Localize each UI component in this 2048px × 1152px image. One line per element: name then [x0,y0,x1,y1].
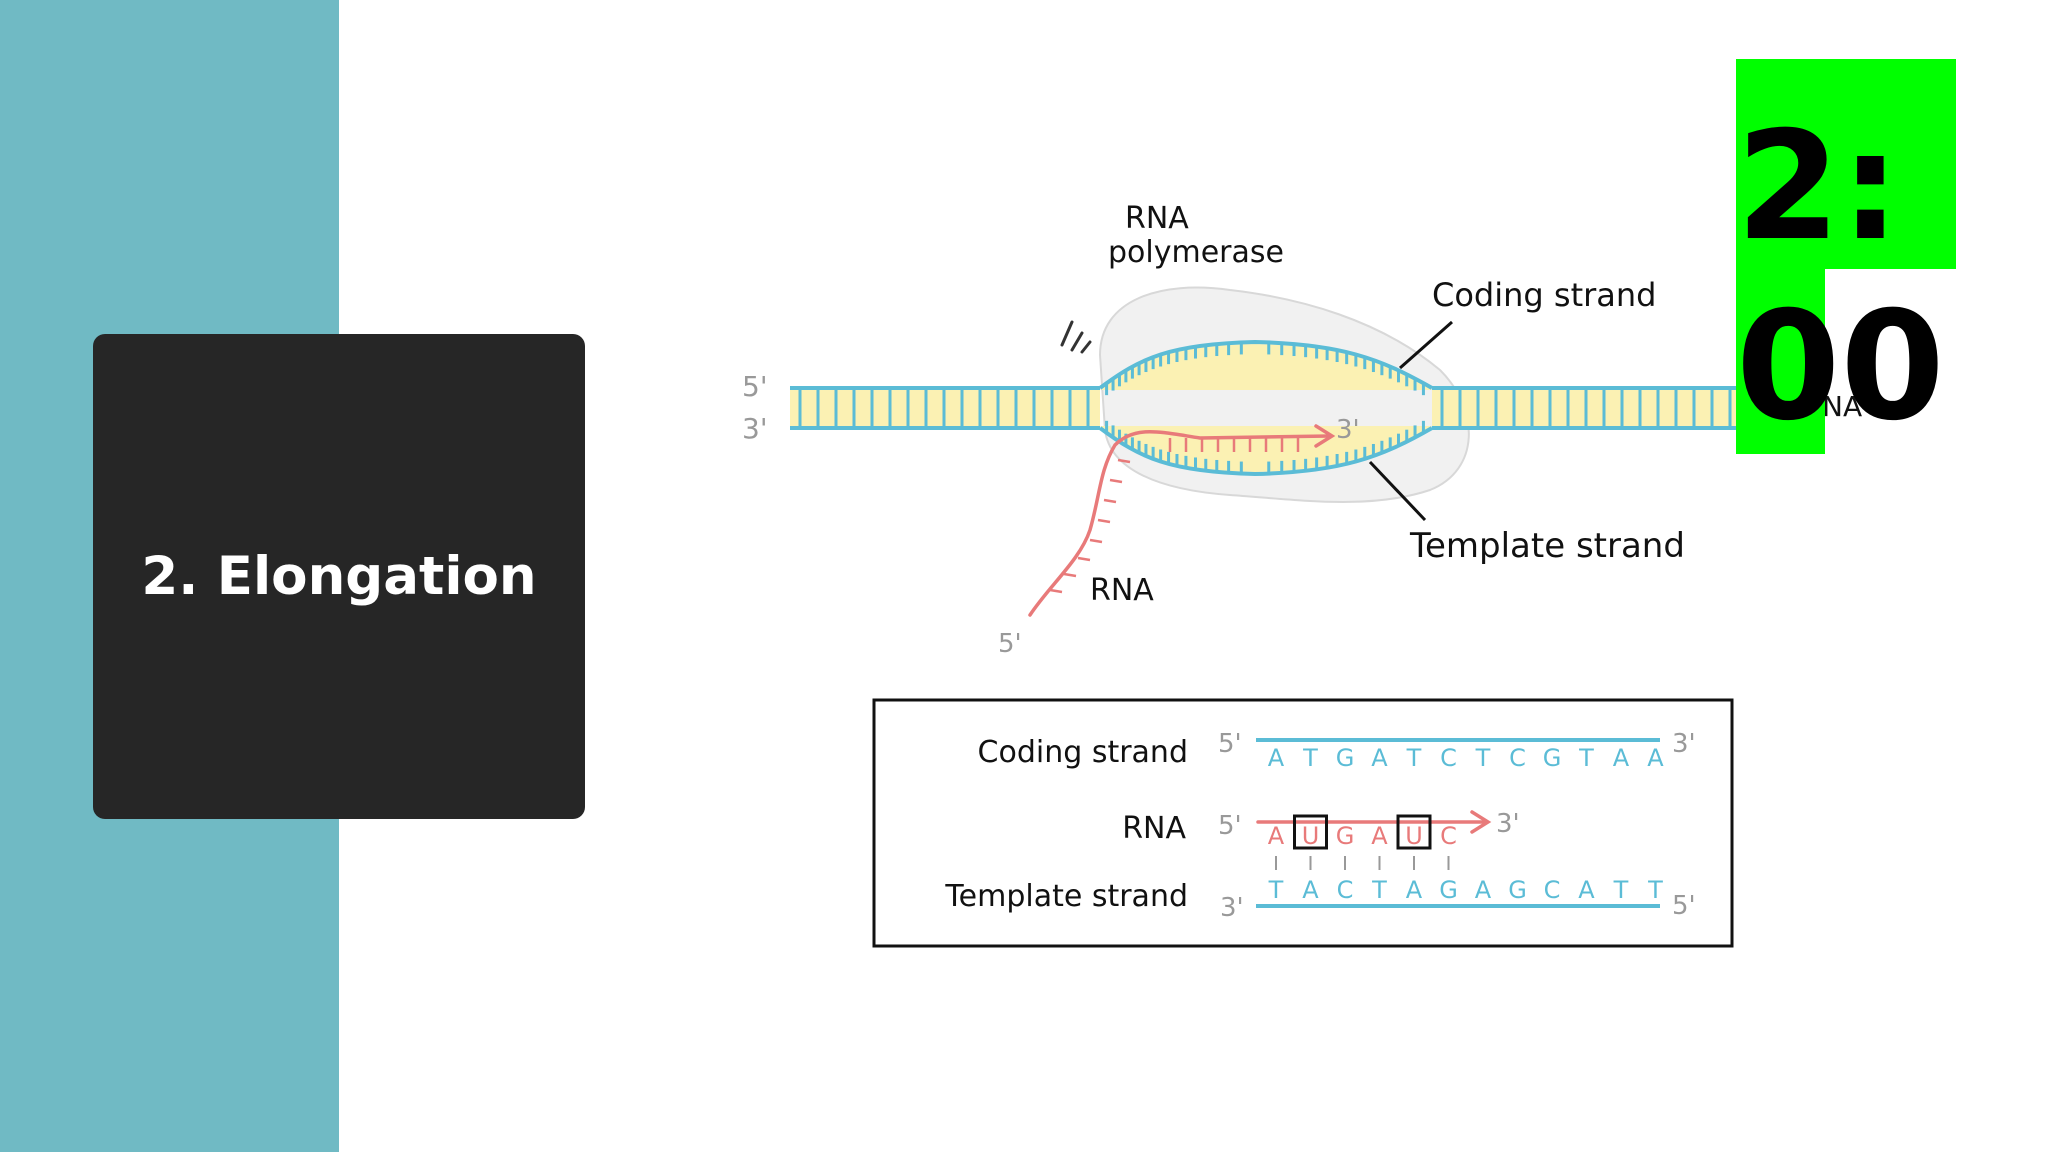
coding-base: A [1613,744,1630,772]
template-base: A [1406,876,1423,904]
template-base: T [1371,876,1387,904]
coding-base: G [1336,744,1355,772]
base-pair-ticks [798,388,1732,428]
rna-tick [1097,518,1111,524]
coding-base: A [1647,744,1664,772]
coding-strand-label: Coding strand [1432,276,1656,314]
seq-coding-3prime: 3' [1672,729,1696,759]
countdown-timer: 2:00 [1736,59,1956,454]
bubble-coding-bases [1100,344,1432,390]
coding-base: A [1371,744,1388,772]
rna-base: A [1371,822,1388,850]
polymerase-label-line2: polymerase [1108,235,1284,270]
rna-tick [1077,556,1091,562]
highlighted-base-box [1396,814,1432,850]
rna-base: C [1440,822,1457,850]
highlighted-base-box [1293,814,1328,850]
rna-tick [1089,538,1103,544]
template-base: A [1475,876,1492,904]
template-base: T [1613,876,1629,904]
coding-leader-line [1399,320,1453,370]
seq-rna-label: RNA [1122,811,1186,846]
rna-strand [1028,424,1336,617]
motion-marks [1060,320,1092,354]
seq-coding-label: Coding strand [978,735,1188,770]
rna-base: G [1336,822,1355,850]
coding-base: T [1302,744,1318,772]
rna-base: U [1302,822,1320,850]
seq-rna-3prime: 3' [1496,809,1520,839]
rna-label: RNA [1090,573,1154,608]
rna-base: U [1405,822,1423,850]
seq-template-label: Template strand [944,879,1188,914]
title-card: 2. Elongation [93,334,585,819]
template-base: A [1302,876,1319,904]
rna-tick [1103,498,1117,504]
pairing-ticks [1275,856,1450,870]
coding-base: C [1509,744,1526,772]
seq-rna-5prime: 5' [1218,811,1242,841]
rna-ticks [1049,438,1300,594]
template-base: T [1268,876,1284,904]
template-base: C [1337,876,1354,904]
timer-text: 2:00 [1736,100,1945,454]
bubble-ticks [1105,342,1425,474]
rna-tick [1063,572,1077,578]
rna-tick [1117,458,1131,464]
template-base: A [1578,876,1595,904]
coding-base: T [1475,744,1491,772]
rna-tick [1109,478,1123,484]
coding-base: C [1440,744,1457,772]
template-leader-line [1368,460,1427,522]
rna-tick [1049,588,1063,594]
seq-coding-5prime: 5' [1218,729,1242,759]
coding-base: T [1578,744,1594,772]
template-base: C [1544,876,1561,904]
coding-base: T [1406,744,1422,772]
coding-base: A [1268,744,1285,772]
polymerase-label-line1: RNA [1125,201,1189,236]
seq-template-3prime: 3' [1220,893,1244,923]
template-base: G [1439,876,1458,904]
coding-base: G [1543,744,1562,772]
rna-3prime-label: 3' [1336,415,1360,445]
template-base: G [1508,876,1527,904]
rna-5prime-label: 5' [998,629,1022,659]
dna-5prime-label: 5' [742,370,768,403]
seq-template-5prime: 5' [1672,891,1696,921]
dna-label: NA [1822,390,1862,423]
rna-base: A [1268,822,1285,850]
template-base: T [1647,876,1663,904]
template-strand-label: Template strand [1409,526,1685,566]
dna-3prime-label: 3' [742,412,768,445]
slide-title: 2. Elongation [141,546,537,607]
